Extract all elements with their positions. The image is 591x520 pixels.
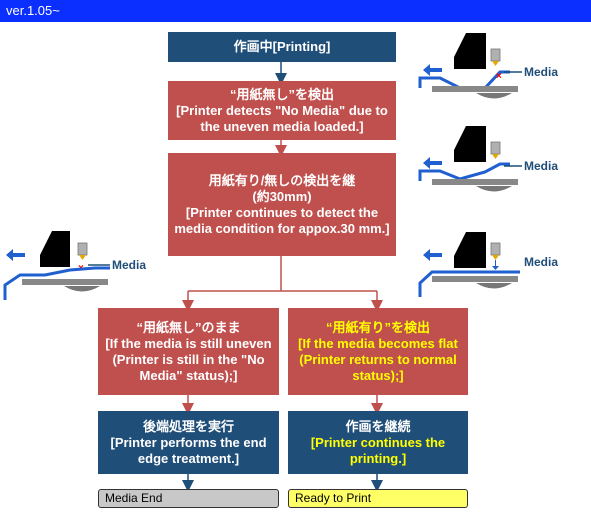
media-end-status: Media End <box>98 489 279 508</box>
right-action-en-label: [Printer continues the printing.] <box>310 434 446 466</box>
media-label-2: Media <box>524 159 558 173</box>
version-bar: ver.1.05~ <box>0 0 591 22</box>
left-jp-label: “用紙無し”のまま <box>136 319 241 335</box>
still-no-media-box: “用紙無し”のまま [If the media is still uneven … <box>98 308 279 395</box>
media-end-label: Media End <box>105 491 163 505</box>
media-detected-box: “用紙有り”を検出 [If the media becomes flat (Pr… <box>288 308 468 395</box>
illustration-flat: Media <box>418 232 558 297</box>
detect-jp-label: “用紙無し”を検出 <box>229 86 334 102</box>
media-label-4: Media <box>112 258 146 272</box>
left-action-jp-label: 後端処理を実行 <box>142 418 234 434</box>
media-label-1: Media <box>524 65 558 79</box>
illustration-uneven-2: Media <box>418 126 558 192</box>
version-label: ver.1.05~ <box>6 3 60 18</box>
continue-en-label: [Printer continues to detect the media c… <box>174 204 390 236</box>
right-action-jp-label: 作画を継続 <box>345 418 411 434</box>
left-en-label: [If the media is still uneven (Printer i… <box>105 335 272 383</box>
illustration-uneven-1: × Media <box>418 33 558 99</box>
illustration-still-uneven: × Media <box>3 231 146 300</box>
ready-to-print-status: Ready to Print <box>288 489 468 508</box>
continue-detect-box: 用紙有り/無しの検出を継 (約30mm) [Printer continues … <box>168 153 396 256</box>
svg-text:×: × <box>496 71 502 82</box>
continue-jp-label: 用紙有り/無しの検出を継 <box>208 172 356 188</box>
printing-box: 作画中[Printing] <box>168 32 396 62</box>
right-jp-label: “用紙有り”を検出 <box>325 319 430 335</box>
end-edge-treatment-box: 後端処理を実行 [Printer performs the end edge t… <box>98 411 279 474</box>
left-action-en-label: [Printer performs the end edge treatment… <box>110 434 267 466</box>
continue-jp2-label: (約30mm) <box>252 188 312 204</box>
detect-en-label: [Printer detects "No Media" due to the u… <box>176 102 388 134</box>
printing-label: 作画中[Printing] <box>233 39 331 54</box>
media-label-3: Media <box>524 255 558 269</box>
detect-no-media-box: “用紙無し”を検出 [Printer detects "No Media" du… <box>168 81 396 140</box>
right-en-label: [If the media becomes flat (Printer retu… <box>298 335 458 383</box>
continue-printing-box: 作画を継続 [Printer continues the printing.] <box>288 411 468 474</box>
ready-label: Ready to Print <box>295 491 372 505</box>
